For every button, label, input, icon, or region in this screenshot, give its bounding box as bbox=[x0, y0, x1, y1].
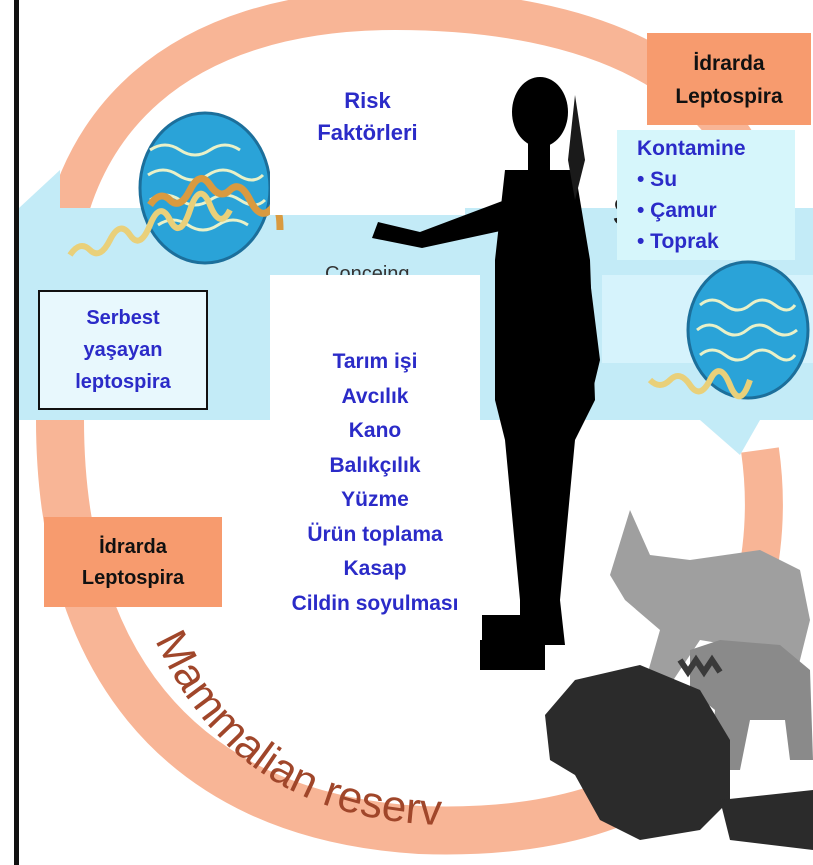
risk-factors-line-1: Risk bbox=[270, 85, 465, 117]
urine-leptospira-right-box: İdrarda Leptospira bbox=[647, 33, 811, 125]
urine-leptospira-left-box: İdrarda Leptospira bbox=[44, 517, 222, 607]
contaminated-title: Kontamine bbox=[637, 133, 795, 164]
band-arrow-right bbox=[700, 420, 760, 455]
urine-left-line-2: Leptospira bbox=[44, 563, 222, 594]
urine-left-line-1: İdrarda bbox=[44, 532, 222, 563]
left-border bbox=[14, 0, 19, 865]
activity-item: Ürün toplama bbox=[270, 518, 480, 553]
contaminated-sources-box: Kontamine • Su • Çamur • Toprak bbox=[617, 130, 795, 260]
activity-item: Tarım işi bbox=[270, 345, 480, 380]
free-living-line-2: yaşayan bbox=[40, 334, 206, 366]
free-living-line-1: Serbest bbox=[40, 302, 206, 334]
contaminated-item: • Su bbox=[637, 164, 795, 195]
risk-factors-title: Risk Faktörleri bbox=[270, 55, 465, 215]
free-living-leptospira-box: Serbest yaşayan leptospira bbox=[38, 290, 208, 410]
activity-item: Cildin soyulması bbox=[270, 587, 480, 622]
urine-right-line-1: İdrarda bbox=[647, 47, 811, 80]
activity-item: Balıkçılık bbox=[270, 449, 480, 484]
activity-item: Avcılık bbox=[270, 380, 480, 415]
risk-factors-line-2: Faktörleri bbox=[270, 117, 465, 149]
urine-right-line-2: Leptospira bbox=[647, 80, 811, 113]
risk-activities-list: Tarım işi Avcılık Kano Balıkçılık Yüzme … bbox=[270, 275, 480, 715]
free-living-line-3: leptospira bbox=[40, 366, 206, 398]
activity-item: Kasap bbox=[270, 552, 480, 587]
activity-item: Kano bbox=[270, 414, 480, 449]
contaminated-item: • Toprak bbox=[637, 226, 795, 257]
activity-item: Yüzme bbox=[270, 483, 480, 518]
contaminated-item: • Çamur bbox=[637, 195, 795, 226]
band-arrow-left bbox=[19, 170, 60, 208]
